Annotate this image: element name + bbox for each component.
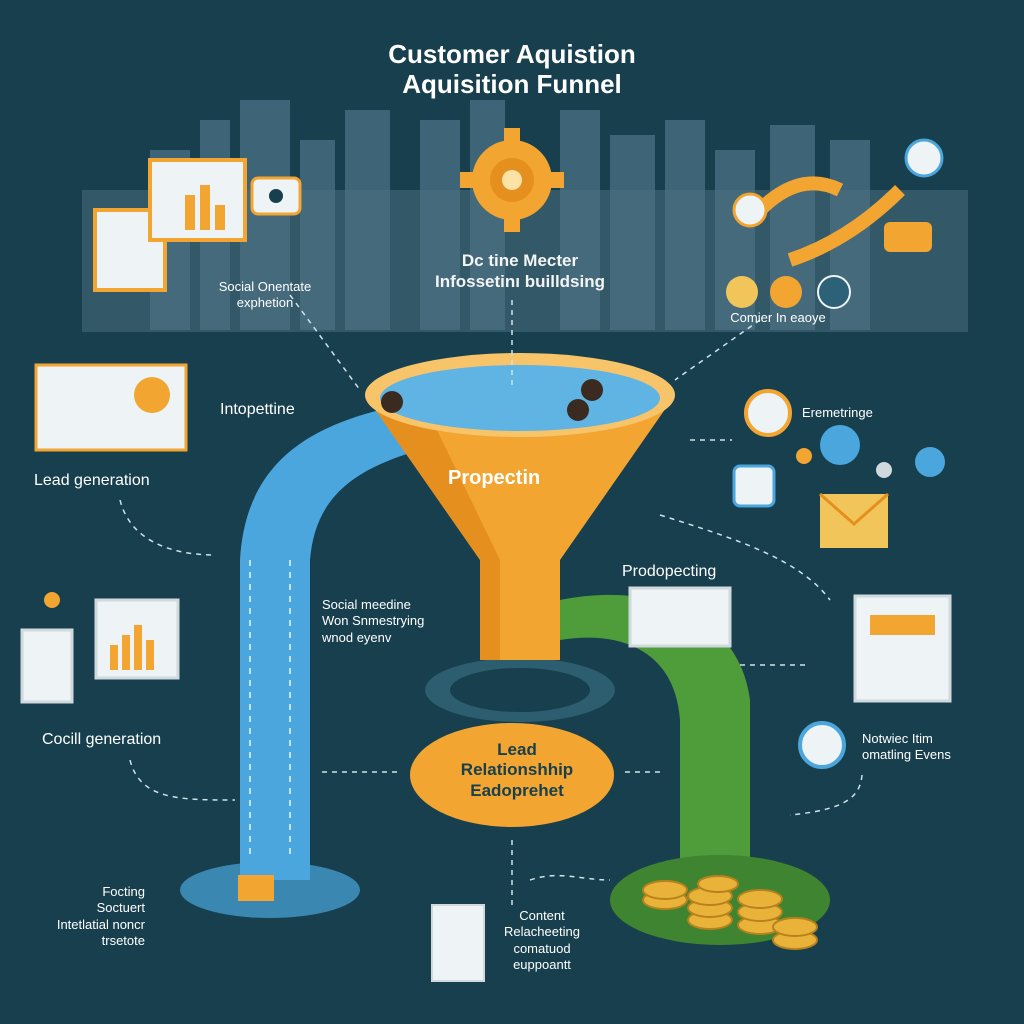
social-media-label: Social meedine Won Snmestrying wnod eyen… (322, 597, 425, 645)
banner-left-label: Social Onentate exphetion (218, 279, 312, 311)
chat-icon (884, 222, 932, 252)
ellipse-label: Lead Relationshhip Eadoprehet (460, 740, 574, 800)
growth-arrow-icon (755, 176, 844, 216)
question-icon (726, 276, 758, 308)
relationship-ellipse (410, 723, 614, 827)
document-icon (732, 464, 776, 508)
social-generation-label: Cocill generation (42, 731, 162, 748)
events-label: Notwiec Itim omatling Evens (862, 731, 951, 763)
engagement-label: Eremetringe (802, 405, 873, 420)
monitor-icon (853, 594, 952, 703)
connector-lines (119, 294, 863, 905)
browser-window-icon (628, 586, 732, 648)
funnel-body-label: Propectin (448, 467, 541, 489)
gear-icon (460, 128, 564, 232)
coin-icon (44, 592, 60, 608)
user-circle-icon (744, 389, 792, 437)
lead-generation-label: Lead generation (34, 472, 150, 489)
page-title-line2: Aquisition Funnel (402, 69, 622, 99)
page-title-line1: Customer Aquistion (388, 39, 636, 69)
banner-center-label: Dc tine Mecter Infossetinı builldsing (435, 251, 605, 292)
network-hub-icon (820, 425, 860, 465)
lock-icon (904, 138, 944, 178)
money-icon (770, 276, 802, 308)
banner-right-label: Comier In eaoye (730, 310, 826, 325)
paper-document-icon (431, 904, 485, 982)
avatar-icon (732, 192, 768, 228)
envelope-gold-icon (238, 875, 274, 901)
funnel-top-label: Intopettine (220, 401, 295, 418)
green-stream (560, 594, 750, 880)
coin-stack-icon (642, 875, 818, 950)
prospecting-label: Prodopecting (622, 563, 717, 580)
presentation-board-icon (93, 208, 167, 292)
team-icon (798, 721, 846, 769)
location-icon (817, 275, 851, 309)
left-bottom-label: Focting Soctuert Intetlatial noncr trset… (56, 884, 145, 948)
content-label: Content Relacheeting comatuod euppoantt (504, 908, 580, 972)
blue-stream (240, 410, 420, 880)
